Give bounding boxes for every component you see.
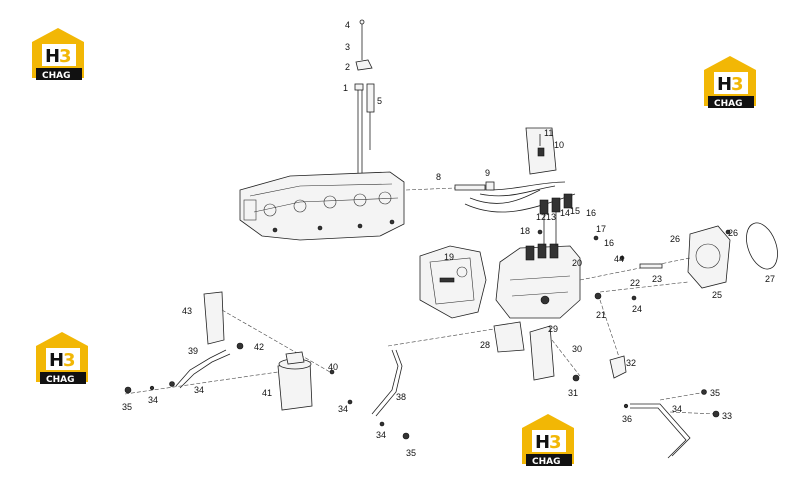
callout-label: 18	[520, 226, 530, 236]
svg-text:3: 3	[63, 350, 76, 371]
callout-labels: 4 3 2 1 5 11 10 8 9 12 13 14 15 16 17 18…	[122, 20, 775, 458]
callout-label: 34	[376, 430, 386, 440]
logo-text: CHAG	[532, 457, 561, 467]
callout-label: 14	[560, 208, 570, 218]
callout-label: 15	[570, 206, 580, 216]
callout-label: 27	[765, 274, 775, 284]
callout-label: 3	[345, 42, 350, 52]
callout-label: 20	[572, 258, 582, 268]
callout-label: 4	[345, 20, 350, 30]
callout-label: 32	[626, 358, 636, 368]
brand-logo: H 3 CHAG	[704, 56, 756, 109]
callout-label: 8	[436, 172, 441, 182]
callout-label: 2	[345, 62, 350, 72]
callout-label: 21	[596, 310, 606, 320]
fuel-filter	[277, 351, 313, 411]
svg-text:H: H	[535, 432, 550, 453]
callout-label: 9	[485, 168, 490, 178]
logo-text: CHAG	[42, 71, 71, 81]
callout-label: 1	[343, 83, 348, 93]
callout-label: 38	[396, 392, 406, 402]
callout-label: 23	[652, 274, 662, 284]
callout-label: 35	[122, 402, 132, 412]
drive-flange	[579, 222, 778, 293]
governor-housing	[419, 245, 487, 319]
callout-label: 28	[480, 340, 490, 350]
cylinder-head	[239, 171, 405, 241]
fuel-lines	[405, 181, 576, 213]
callout-label: 36	[622, 414, 632, 424]
callout-label: 34	[672, 404, 682, 414]
callout-label: 35	[406, 448, 416, 458]
callout-label: 10	[554, 140, 564, 150]
callout-label: 11	[544, 128, 553, 138]
callout-label: 25	[712, 290, 722, 300]
callout-label: 33	[722, 411, 732, 421]
logo-text: CHAG	[46, 375, 75, 385]
pump-support-bracket	[493, 321, 581, 381]
callout-label: 16	[604, 238, 614, 248]
fasteners	[124, 229, 731, 440]
callout-label: 43	[182, 306, 192, 316]
callout-label: 40	[328, 362, 338, 372]
svg-text:H: H	[49, 350, 64, 371]
callout-label: 24	[632, 304, 642, 314]
callout-label: 34	[194, 385, 204, 395]
callout-label: 17	[596, 224, 606, 234]
brand-logo: H 3 CHAG	[32, 28, 84, 81]
line-bracket	[525, 127, 557, 175]
brand-logo: H 3 CHAG	[522, 414, 574, 467]
callout-label: 30	[572, 344, 582, 354]
svg-text:3: 3	[549, 432, 562, 453]
brand-logo: H 3 CHAG	[36, 332, 88, 385]
callout-label: 34	[148, 395, 158, 405]
callout-label: 16	[586, 208, 596, 218]
callout-label: 44	[614, 254, 624, 264]
svg-text:H: H	[45, 46, 60, 67]
svg-text:3: 3	[731, 74, 744, 95]
callout-label: 34	[338, 404, 348, 414]
callout-label: 42	[254, 342, 264, 352]
callout-label: 26	[728, 228, 738, 238]
logo-text: CHAG	[714, 99, 743, 109]
injection-pump	[495, 193, 581, 319]
callout-label: 31	[568, 388, 578, 398]
callout-label: 41	[262, 388, 272, 398]
svg-text:H: H	[717, 74, 732, 95]
callout-label: 5	[377, 96, 382, 106]
callout-label: 19	[444, 252, 454, 262]
callout-label: 22	[630, 278, 640, 288]
callout-label: 29	[548, 324, 558, 334]
fuel-pipes	[124, 299, 717, 459]
svg-text:3: 3	[59, 46, 72, 67]
callout-label: 35	[710, 388, 720, 398]
callout-label: 12	[536, 212, 546, 222]
callout-label: 26	[670, 234, 680, 244]
injector-assembly	[354, 19, 375, 180]
filter-bracket	[203, 291, 331, 373]
callout-label: 13	[546, 212, 556, 222]
callout-label: 39	[188, 346, 198, 356]
